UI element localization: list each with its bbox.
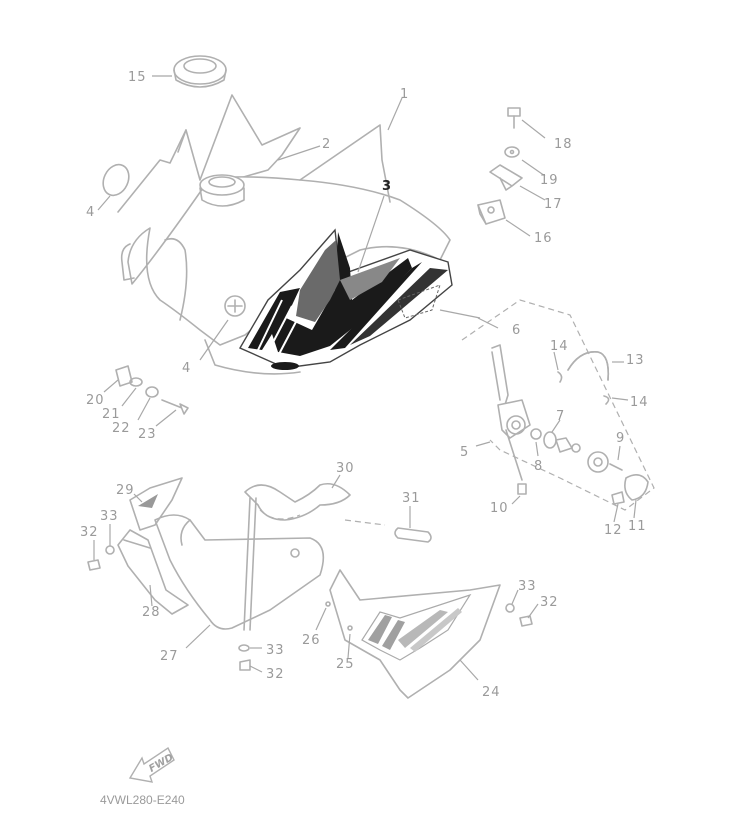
rubber-part-16 [477, 199, 506, 225]
callout-26: 26 [302, 633, 321, 648]
fuel-cock-assembly [439, 299, 655, 511]
fuel-tank-part-1 [120, 124, 451, 375]
bolt-washer-left [87, 545, 115, 571]
callout-12: 12 [604, 523, 623, 538]
clip-part-14b [603, 395, 610, 405]
callout-33-left: 33 [100, 509, 119, 524]
leader-lines [93, 75, 637, 681]
callout-8: 8 [534, 459, 543, 474]
callout-6: 6 [512, 323, 521, 338]
callout-22: 22 [112, 421, 131, 436]
emblem-part-4 [102, 163, 130, 197]
damper-parts-20-23 [115, 365, 189, 415]
bracket-part-17 [489, 164, 523, 191]
callout-4-top: 4 [86, 205, 95, 220]
diagram-code: 4VWL280-E240 [100, 793, 185, 807]
callout-32-left: 32 [80, 525, 99, 540]
callout-20: 20 [86, 393, 105, 408]
callout-13: 13 [626, 353, 645, 368]
forward-arrow-icon: FWD [128, 746, 175, 783]
callout-33-right: 33 [518, 579, 537, 594]
tank-decal-part-3 [239, 228, 453, 370]
callout-27: 27 [160, 649, 179, 664]
washer-part-19 [504, 146, 520, 158]
fuel-hose-part-13 [567, 351, 610, 381]
duct-part-30 [243, 482, 386, 631]
callout-3: 3 [382, 179, 392, 194]
callout-25: 25 [336, 657, 355, 672]
callout-2: 2 [322, 137, 331, 152]
clip-part-14a [557, 371, 563, 383]
decal-part-25 [325, 593, 472, 661]
callout-16: 16 [534, 231, 553, 246]
side-cover-part-2 [117, 94, 301, 213]
cover-part-27 [154, 514, 325, 630]
callout-23: 23 [138, 427, 157, 442]
callout-19: 19 [540, 173, 559, 188]
callout-32-bottom: 32 [266, 667, 285, 682]
callout-7: 7 [556, 409, 565, 424]
callout-1: 1 [400, 87, 409, 102]
callout-5: 5 [460, 445, 469, 460]
callout-11: 11 [628, 519, 647, 534]
bolt-washer-bottom [238, 644, 251, 671]
hose-part-31 [394, 527, 432, 543]
callout-29: 29 [116, 483, 135, 498]
callout-10: 10 [490, 501, 509, 516]
callout-21: 21 [102, 407, 121, 422]
bolt-washer-right [505, 603, 533, 627]
callout-15: 15 [128, 70, 147, 85]
callout-31: 31 [402, 491, 421, 506]
side-panel-part-28 [117, 529, 189, 615]
callout-18: 18 [554, 137, 573, 152]
callout-33-bottom: 33 [266, 643, 285, 658]
bolt-part-18 [507, 107, 521, 129]
callout-24: 24 [482, 685, 501, 700]
callout-28: 28 [142, 605, 161, 620]
fuel-cap-part-15 [173, 55, 227, 88]
callout-9: 9 [616, 431, 625, 446]
callout-labels: 15 1 2 3 4 4 18 19 17 16 6 14 13 14 7 5 … [80, 70, 649, 700]
emblem-part-29 [129, 477, 183, 531]
callout-32-right: 32 [540, 595, 559, 610]
callout-14-right: 14 [630, 395, 649, 410]
callout-14-top: 14 [550, 339, 569, 354]
callout-4-bottom: 4 [182, 361, 191, 376]
callout-30: 30 [336, 461, 355, 476]
callout-17: 17 [544, 197, 563, 212]
